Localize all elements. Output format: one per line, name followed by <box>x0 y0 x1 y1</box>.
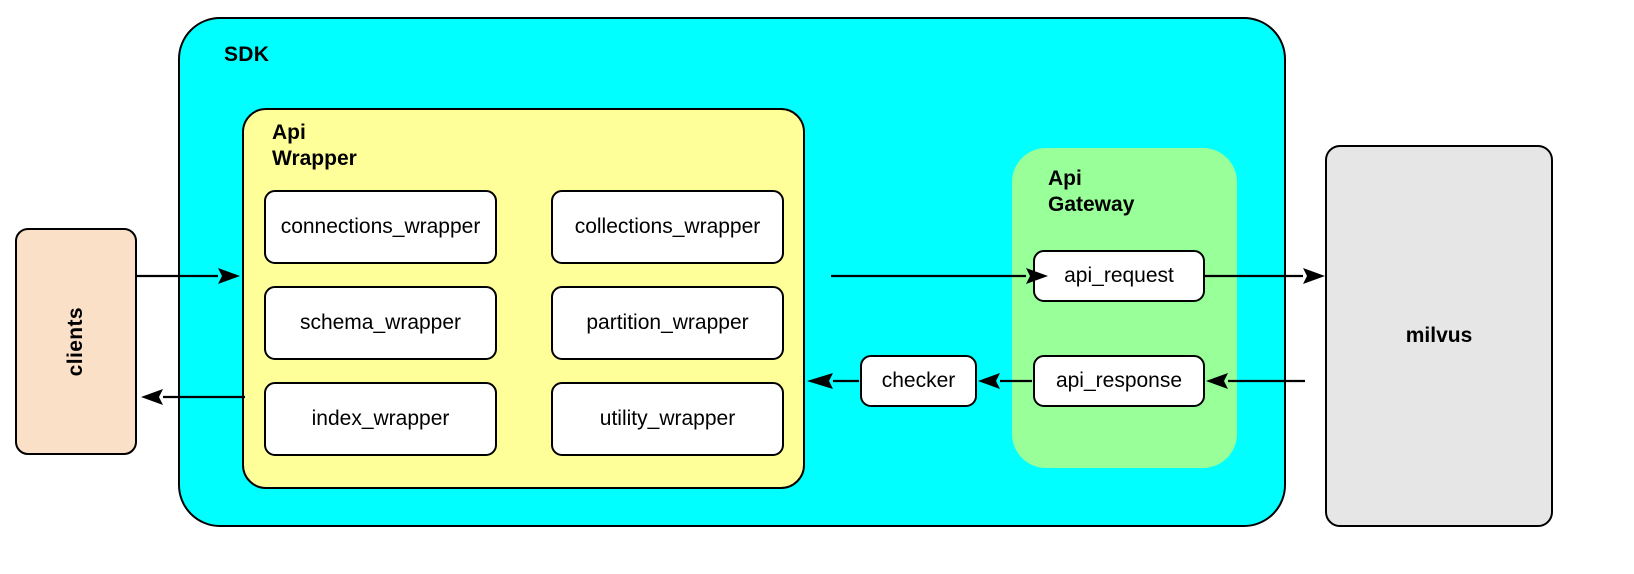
api-response-node[interactable]: api_response <box>1033 355 1205 407</box>
milvus-label: milvus <box>1405 324 1473 347</box>
connections-wrapper-node[interactable]: connections_wrapper <box>264 190 497 264</box>
schema-wrapper-node[interactable]: schema_wrapper <box>264 286 497 360</box>
utility-wrapper-label: utility_wrapper <box>599 407 736 430</box>
partition-wrapper-node[interactable]: partition_wrapper <box>551 286 784 360</box>
api-gateway-label: Api Gateway <box>1048 167 1135 216</box>
api-request-node[interactable]: api_request <box>1033 250 1205 302</box>
index-wrapper-node[interactable]: index_wrapper <box>264 382 497 456</box>
api-gateway-container[interactable]: Api Gateway <box>1012 148 1237 468</box>
schema-wrapper-label: schema_wrapper <box>299 311 462 334</box>
partition-wrapper-label: partition_wrapper <box>586 311 749 334</box>
sdk-label: SDK <box>224 43 270 66</box>
api-request-label: api_request <box>1064 264 1174 287</box>
connections-wrapper-label: connections_wrapper <box>280 215 481 238</box>
clients-label: clients <box>64 306 87 377</box>
api-wrapper-label: Api Wrapper <box>272 121 357 170</box>
collections-wrapper-label: collections_wrapper <box>574 215 761 238</box>
milvus-node[interactable]: milvus <box>1325 145 1553 527</box>
collections-wrapper-node[interactable]: collections_wrapper <box>551 190 784 264</box>
checker-label: checker <box>881 369 956 392</box>
checker-node[interactable]: checker <box>860 355 977 407</box>
utility-wrapper-node[interactable]: utility_wrapper <box>551 382 784 456</box>
clients-node[interactable]: clients <box>15 228 137 455</box>
index-wrapper-label: index_wrapper <box>311 407 450 430</box>
api-response-label: api_response <box>1055 369 1183 392</box>
